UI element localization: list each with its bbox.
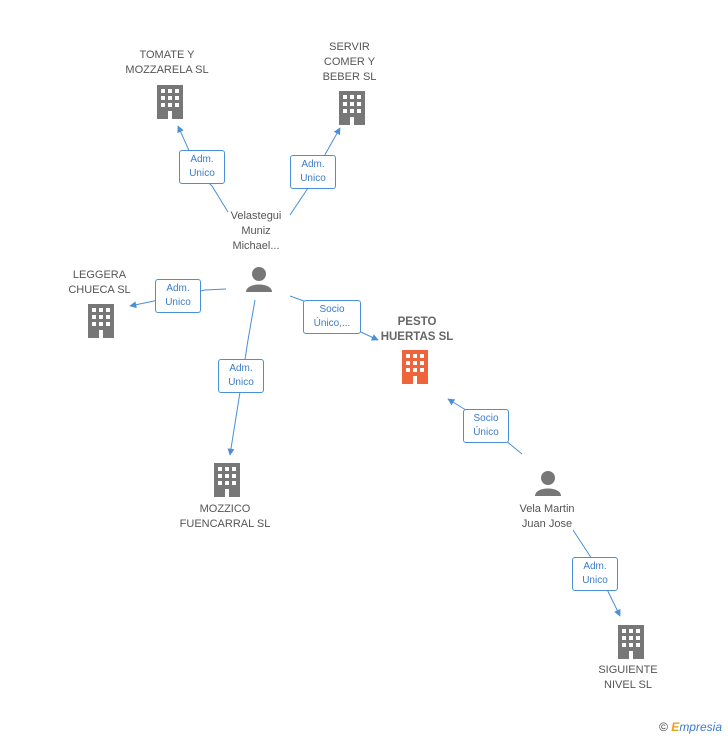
tomate-building-icon[interactable] bbox=[157, 85, 183, 119]
node-label-pesto[interactable]: PESTO HUERTAS SL bbox=[380, 316, 454, 343]
empresia-watermark: © Empresia bbox=[659, 720, 722, 734]
edge-label-tomate[interactable]: Adm. Unico bbox=[179, 150, 225, 184]
brand-name: mpresia bbox=[679, 720, 722, 734]
node-label-mozzico[interactable]: MOZZICO FUENCARRAL SL bbox=[179, 503, 271, 530]
node-label-leggera[interactable]: LEGGERA CHUECA SL bbox=[68, 269, 131, 296]
node-label-velastegui[interactable]: Velastegui Muniz Michael... bbox=[230, 210, 282, 252]
copyright-symbol: © bbox=[659, 720, 668, 734]
edge-label-pesto-vela[interactable]: Socio Único bbox=[463, 409, 509, 443]
mozzico-building-icon[interactable] bbox=[214, 463, 240, 497]
edge-label-siguiente[interactable]: Adm. Unico bbox=[572, 557, 618, 591]
leggera-building-icon[interactable] bbox=[88, 304, 114, 338]
vela-person-icon[interactable] bbox=[535, 471, 561, 496]
node-label-vela[interactable]: Vela Martin Juan Jose bbox=[519, 503, 575, 530]
edges bbox=[129, 125, 621, 617]
edge-label-pesto-velastegui[interactable]: Socio Único,... bbox=[303, 300, 361, 334]
edge-label-mozzico[interactable]: Adm. Unico bbox=[218, 359, 264, 393]
edge-label-servir[interactable]: Adm. Unico bbox=[290, 155, 336, 189]
velastegui-person-icon[interactable] bbox=[246, 267, 272, 292]
servir-building-icon[interactable] bbox=[339, 91, 365, 125]
node-label-siguiente[interactable]: SIGUIENTE NIVEL SL bbox=[598, 664, 658, 691]
edge-label-leggera[interactable]: Adm. Unico bbox=[155, 279, 201, 313]
brand-initial: E bbox=[671, 720, 680, 734]
node-label-tomate[interactable]: TOMATE Y MOZZARELA SL bbox=[125, 49, 209, 76]
node-label-servir[interactable]: SERVIR COMER Y BEBER SL bbox=[322, 41, 377, 83]
pesto-building-icon[interactable] bbox=[402, 350, 428, 384]
siguiente-building-icon[interactable] bbox=[618, 625, 644, 659]
